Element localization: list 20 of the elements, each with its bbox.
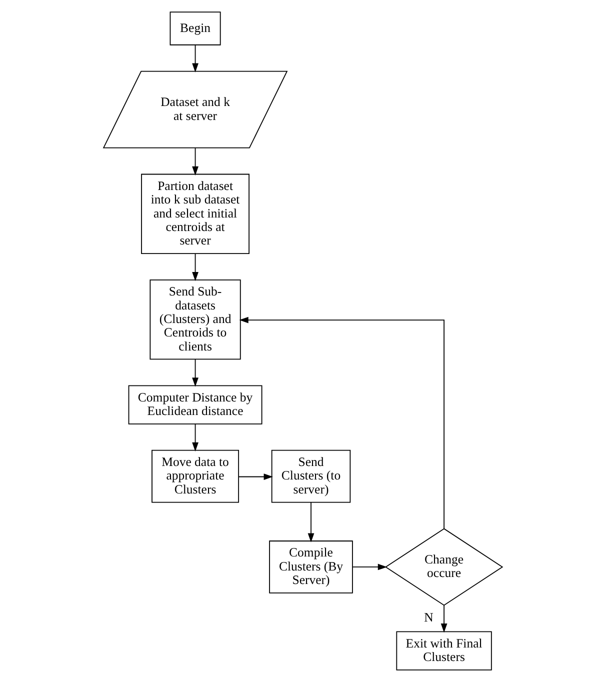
node-diamond: Change occure [384,528,503,606]
arrow [238,316,444,530]
node-box: Compile Clusters (By Server) [268,540,352,594]
node-box: Partion dataset into k sub dataset and select initial centroids at server [140,174,249,254]
arrow [440,605,447,633]
node-box: Computer Distance by Euclidean distance [128,385,262,424]
arrow [192,359,198,387]
arrow [352,564,387,570]
arrow [192,44,198,72]
edge-label: N [424,610,433,625]
arrow [192,148,198,176]
arrow [307,502,314,542]
arrow [192,253,198,282]
node-box: Exit with Final Clusters [396,631,492,670]
node-box: Send Clusters (to server) [270,450,350,503]
node-box: Send Sub-datasets (Clusters) and Centroids to clients [149,280,240,360]
node-box: Begin [169,12,220,46]
node-box: Move data to appropriate Clusters [151,450,239,503]
arrow [192,424,198,452]
arrow [238,474,272,480]
